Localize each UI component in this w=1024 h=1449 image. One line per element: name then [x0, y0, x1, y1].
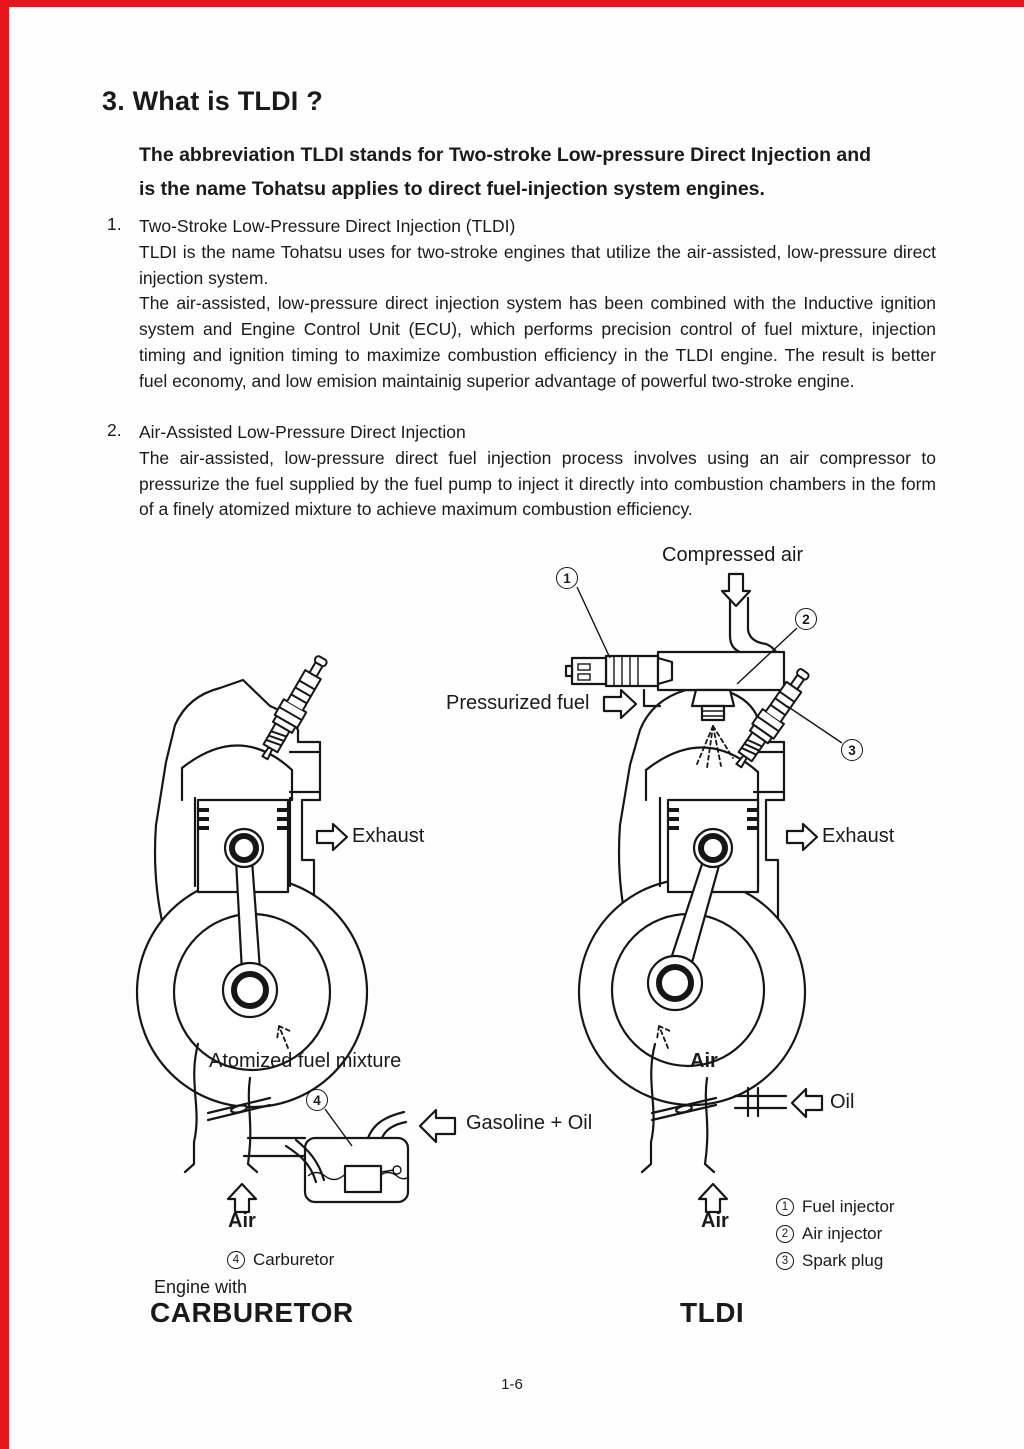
engine-diagrams — [135, 572, 843, 1214]
legend-carburetor: 4 Carburetor — [227, 1250, 334, 1270]
callout-2: 2 — [795, 608, 817, 630]
leader-line-3 — [786, 705, 843, 744]
page-title: 3. What is TLDI ? — [102, 86, 323, 116]
section-1-paragraph-1: TLDI is the name Tohatsu uses for two-st… — [139, 241, 936, 288]
legend-spark-plug: 3 Spark plug — [776, 1251, 883, 1271]
legend-fuel-injector: 1 Fuel injector — [776, 1197, 895, 1217]
gasoline-oil-arrow-icon — [418, 1108, 457, 1144]
caption-engine-with: Engine with — [154, 1277, 248, 1297]
exhaust-arrow-right-icon — [785, 822, 819, 852]
legend-label-1: Fuel injector — [802, 1197, 895, 1216]
section-1-heading: Two-Stroke Low-Pressure Direct Injection… — [139, 216, 516, 236]
carburetor-engine-drawing — [135, 650, 410, 1204]
section-1-number: 1. — [107, 214, 122, 234]
label-air-right: Air — [701, 1210, 729, 1232]
section-1-paragraph-2: The air-assisted, low-pressure direct in… — [139, 293, 936, 391]
caption-carburetor: CARBURETOR — [150, 1297, 354, 1328]
legend-circle-4: 4 — [227, 1251, 245, 1269]
label-exhaust-right: Exhaust — [822, 825, 895, 847]
oil-arrow-icon — [790, 1087, 824, 1119]
crank-pin-left — [231, 971, 269, 1009]
scan-edge-left — [0, 0, 9, 1449]
legend-label-2: Air injector — [802, 1224, 883, 1243]
label-gasoline-oil: Gasoline + Oil — [466, 1112, 593, 1134]
air-arrow-left-icon — [226, 1182, 258, 1214]
leader-line-2 — [736, 627, 798, 685]
legend-label-3: Spark plug — [802, 1251, 884, 1270]
callout-1: 1 — [556, 567, 578, 589]
callout-4: 4 — [306, 1089, 328, 1111]
leader-line-1 — [576, 586, 611, 659]
callout-3: 3 — [841, 739, 863, 761]
section-2-heading: Air-Assisted Low-Pressure Direct Injecti… — [139, 422, 466, 442]
caption-tldi: TLDI — [680, 1297, 745, 1328]
label-oil: Oil — [830, 1091, 855, 1113]
section-2-paragraph-1: The air-assisted, low-pressure direct fu… — [139, 447, 936, 520]
wrist-pin-right — [698, 833, 728, 863]
section-2-number: 2. — [107, 420, 122, 440]
carburetor-float — [343, 1164, 383, 1194]
compressed-air-arrow-icon — [720, 572, 752, 608]
legend-circle-1: 1 — [776, 1198, 794, 1216]
tldi-engine-drawing — [564, 596, 817, 1174]
intro-paragraph: The abbreviation TLDI stands for Two-str… — [139, 138, 939, 206]
oil-inlet-pipe — [733, 1086, 788, 1118]
air-arrow-right-icon — [697, 1182, 729, 1214]
label-air-left: Air — [228, 1210, 256, 1232]
scan-edge-top — [0, 0, 1024, 7]
fuel-inlet-bracket — [642, 688, 662, 708]
page-number: 1-6 — [501, 1376, 523, 1393]
injector-nozzle — [700, 704, 726, 722]
legend-circle-2: 2 — [776, 1225, 794, 1243]
intro-line-1: The abbreviation TLDI stands for Two-str… — [139, 144, 872, 166]
crank-pin-right — [656, 964, 694, 1002]
exhaust-arrow-left-icon — [315, 822, 349, 852]
leader-line-4 — [324, 1108, 353, 1147]
intro-line-2: is the name Tohatsu applies to direct fu… — [139, 178, 765, 200]
label-air-crankcase: Air — [690, 1050, 718, 1072]
fuel-spray — [696, 725, 734, 769]
label-exhaust-left: Exhaust — [352, 825, 425, 847]
label-compressed-air: Compressed air — [662, 544, 804, 566]
legend-air-injector: 2 Air injector — [776, 1224, 882, 1244]
legend-circle-3: 3 — [776, 1252, 794, 1270]
label-atomized-fuel: Atomized fuel mixture — [209, 1050, 402, 1072]
section-1: Two-Stroke Low-Pressure Direct Injection… — [139, 214, 936, 395]
legend-label-4: Carburetor — [253, 1250, 335, 1269]
wrist-pin-left — [229, 833, 259, 863]
label-pressurized-fuel: Pressurized fuel — [446, 692, 590, 714]
pressurized-fuel-arrow-icon — [602, 688, 638, 720]
section-2: Air-Assisted Low-Pressure Direct Injecti… — [139, 420, 936, 523]
